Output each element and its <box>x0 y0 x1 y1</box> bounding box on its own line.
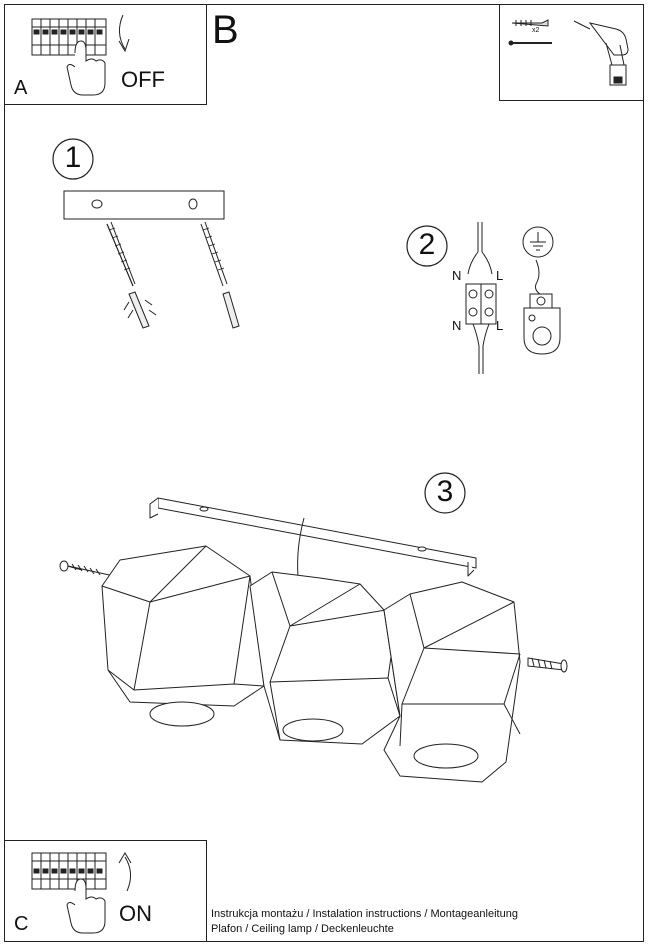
off-label: OFF <box>121 67 165 92</box>
panel-a-power-off: A OFF <box>4 4 207 105</box>
screw-right-icon <box>200 221 240 329</box>
earth-terminal-drawing <box>522 226 561 355</box>
step-2-badge <box>406 225 448 267</box>
footer-product-type: Plafon / Ceiling lamp / Deckenleuchte <box>211 923 394 935</box>
mounting-bracket-drawing <box>63 190 240 329</box>
on-label: ON <box>119 901 152 926</box>
ceiling-lamp-assembly-drawing <box>59 497 568 783</box>
terminal-neutral-bottom: N <box>452 318 462 333</box>
terminal-live-bottom: L <box>496 318 504 333</box>
breaker-panel-off-icon <box>31 14 130 96</box>
panel-c-power-on: C ON <box>4 840 207 942</box>
step-2-number: 2 <box>418 228 436 261</box>
side-screw-right-icon <box>527 657 568 673</box>
terminal-live-top: L <box>496 268 504 283</box>
panel-a-letter: A <box>14 77 28 99</box>
footer-instructions-title: Instrukcja montażu / Instalation instruc… <box>211 908 518 920</box>
terminal-neutral-top: N <box>452 268 462 283</box>
drill-icon <box>573 20 629 86</box>
panel-c-letter: C <box>14 913 29 935</box>
step-3-badge <box>424 472 466 514</box>
step-3-number: 3 <box>436 475 454 508</box>
fixing-count: x2 <box>532 27 540 34</box>
breaker-panel-on-icon <box>31 852 132 934</box>
page-frame <box>4 4 644 942</box>
step-1-number: 1 <box>64 141 82 174</box>
screw-and-dowel-icon <box>508 19 552 46</box>
step-1-badge <box>52 138 94 180</box>
screw-left-icon <box>106 221 157 329</box>
terminal-block-drawing <box>465 222 497 374</box>
side-screw-left-icon <box>59 560 115 577</box>
tools-panel: x2 <box>499 4 644 101</box>
panel-b-letter: B <box>212 8 239 52</box>
